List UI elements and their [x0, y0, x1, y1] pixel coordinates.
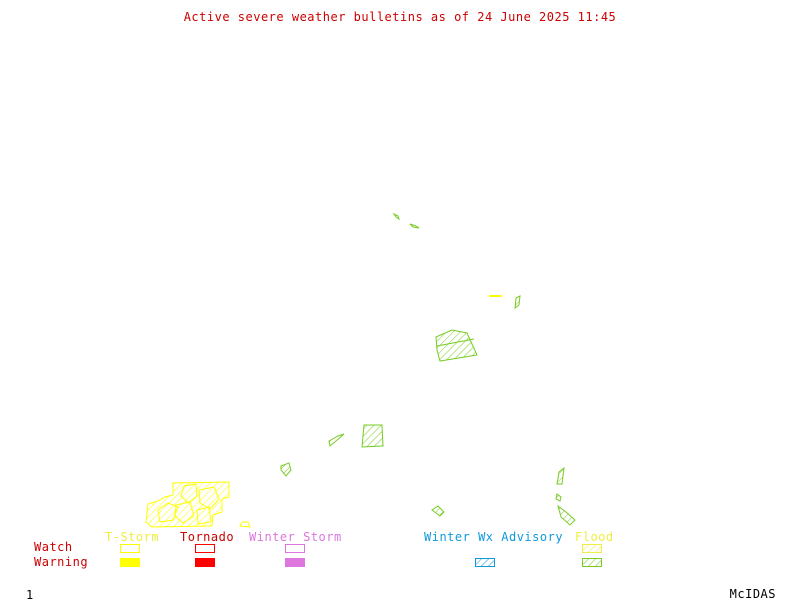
flood-warning-area — [556, 466, 565, 485]
swatch-tstorm-warning — [120, 558, 140, 567]
legend-label-winter-storm: Winter Storm — [249, 530, 342, 544]
flood-warning-area — [280, 462, 292, 477]
flood-warning-area — [328, 433, 345, 447]
swatch-flood-warning — [582, 558, 602, 567]
swatch-winter-wx-advisory-warning — [475, 558, 495, 567]
swatch-tornado-warning — [195, 558, 215, 567]
flood-warning-area — [557, 504, 576, 526]
tstorm-warning-area — [198, 486, 220, 510]
flood-warning-area — [392, 212, 400, 221]
swatch-flood-watch — [582, 544, 602, 553]
flood-warning-area — [431, 505, 445, 517]
flood-warning-areas — [280, 212, 576, 526]
swatch-winter-storm-watch — [285, 544, 305, 553]
frame-number: 1 — [26, 588, 34, 602]
tstorm-warning-area — [196, 506, 212, 525]
flood-warning-area — [435, 329, 478, 362]
legend-row-watch: Watch — [34, 540, 73, 554]
flood-warning-area — [361, 424, 384, 448]
legend-label-winter-wx-advisory: Winter Wx Advisory — [424, 530, 564, 544]
legend-label-tstorm: T-Storm — [105, 530, 160, 544]
flood-warning-area — [514, 295, 521, 310]
swatch-tornado-watch — [195, 544, 215, 553]
title: Active severe weather bulletins as of 24… — [183, 10, 617, 24]
flood-warning-area-divider — [436, 338, 475, 347]
tstorm-warning-area — [180, 483, 198, 504]
legend-label-tornado: Tornado — [180, 530, 235, 544]
legend-row-warning: Warning — [34, 555, 89, 569]
software-label: McIDAS — [729, 587, 776, 601]
tstorm-warning-area — [239, 521, 251, 528]
tstorm-warning-cluster — [145, 481, 251, 528]
flood-warning-area — [409, 223, 420, 229]
tstorm-warning-area — [174, 501, 195, 524]
flood-warning-area — [555, 493, 562, 502]
swatch-tstorm-watch — [120, 544, 140, 553]
legend-label-flood: Flood — [575, 530, 614, 544]
swatch-winter-storm-warning — [285, 558, 305, 567]
tstorm-warning-area — [145, 481, 230, 528]
